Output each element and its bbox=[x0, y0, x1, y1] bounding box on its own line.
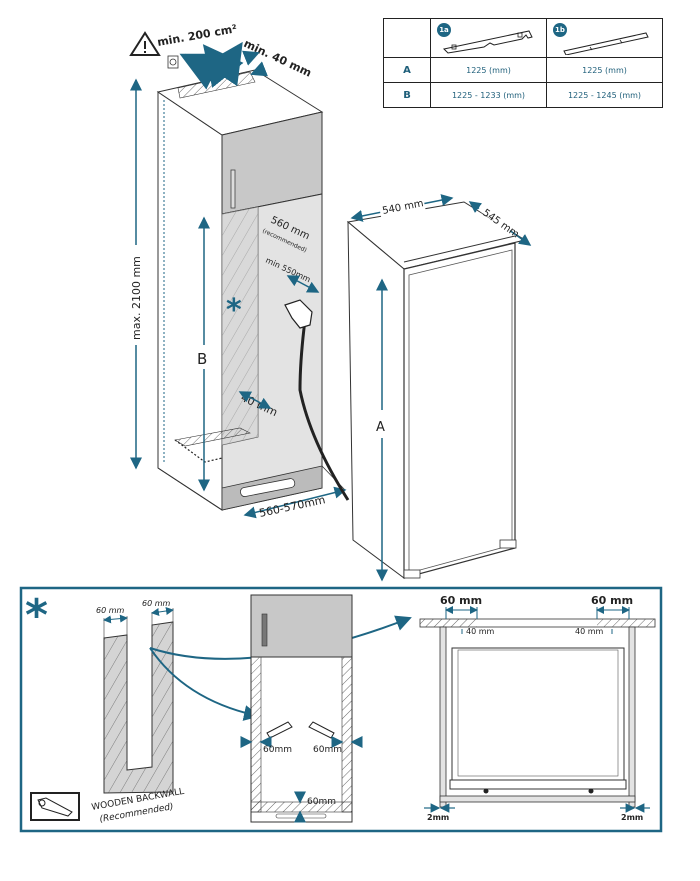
spec-row-b: B 1225 - 1233 (mm) 1225 - 1245 (mm) bbox=[383, 82, 663, 108]
badge-1a: 1a bbox=[437, 23, 451, 37]
connector-curve bbox=[149, 647, 260, 721]
empty-cell bbox=[383, 18, 431, 58]
dimension-a-label: A bbox=[376, 420, 385, 435]
cell-1b-a: 1225 (mm) bbox=[546, 57, 663, 83]
section-top-right: 60 mm bbox=[591, 594, 633, 607]
badge-1b: 1b bbox=[553, 23, 567, 37]
cell-1b-b: 1225 - 1245 (mm) bbox=[546, 82, 663, 108]
detail-asterisk: * bbox=[25, 590, 48, 641]
front-right-gap: 60mm bbox=[313, 745, 342, 755]
spec-table: 1a 1b A 1225 (mm) 1225 (mm) B 1225 - 123… bbox=[383, 18, 663, 108]
wooden-backwall-drawing: 60 mm 60 mm WOODEN BACKWALL (Recommended… bbox=[91, 599, 185, 825]
socket-icon bbox=[167, 55, 179, 69]
saw-icon bbox=[30, 792, 80, 821]
appliance-drawing: 540 mm 545 mm A bbox=[346, 194, 532, 582]
col-1a: 1a bbox=[430, 18, 547, 58]
cabinet-drawing: min. 200 cm² min. 40 mm max. 2100 mm B *… bbox=[128, 22, 350, 520]
asterisk-marker: * bbox=[226, 293, 242, 328]
cell-1a-a: 1225 (mm) bbox=[430, 57, 547, 83]
section-inner-left: 40 mm bbox=[466, 627, 495, 636]
power-cable-icon bbox=[284, 299, 350, 501]
bracket-1a-icon bbox=[442, 30, 533, 54]
detail-panel bbox=[19, 586, 663, 833]
vent-area-label: min. 200 cm² bbox=[156, 22, 238, 49]
section-top-left: 60 mm bbox=[440, 594, 482, 607]
front-view-drawing: 60mm 60mm 60mm bbox=[240, 594, 363, 823]
warning-icon bbox=[129, 31, 161, 56]
section-view-drawing: 60 mm 60 mm 40 mm 40 mm 2mm 2mm bbox=[419, 594, 656, 822]
spec-row-a: A 1225 (mm) 1225 (mm) bbox=[383, 57, 663, 83]
front-left-gap: 60mm bbox=[263, 745, 292, 755]
section-bottom-right: 2mm bbox=[621, 813, 643, 822]
airflow-arrows-icon bbox=[179, 41, 244, 90]
row-label: B bbox=[383, 82, 431, 108]
handle-icon bbox=[230, 169, 236, 209]
section-bottom-left: 2mm bbox=[427, 813, 449, 822]
section-inner-right: 40 mm bbox=[575, 627, 604, 636]
bracket-1b-icon bbox=[562, 32, 649, 56]
front-bottom-gap: 60mm bbox=[307, 797, 336, 807]
dimension-b-label: B bbox=[197, 350, 207, 368]
col-1b: 1b bbox=[546, 18, 663, 58]
height-label: max. 2100 mm bbox=[130, 256, 143, 340]
backwall-right-gap: 60 mm bbox=[142, 599, 171, 608]
spec-table-header: 1a 1b bbox=[383, 18, 663, 58]
backwall-left-gap: 60 mm bbox=[96, 606, 125, 615]
